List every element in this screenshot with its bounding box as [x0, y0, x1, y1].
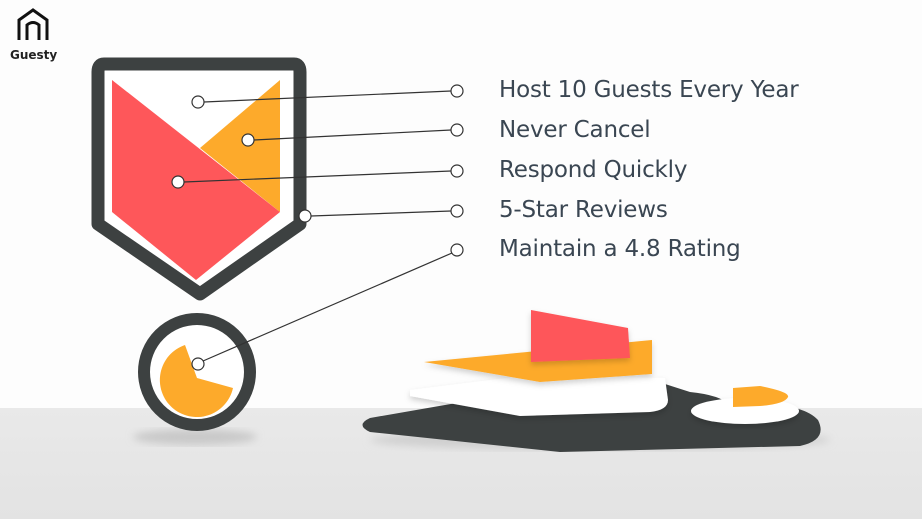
connector-lines	[171, 84, 464, 371]
requirement-host-guests: Host 10 Guests Every Year	[499, 77, 799, 103]
house-icon	[17, 8, 49, 40]
medal-shadow	[133, 429, 257, 445]
brand-name: Guesty	[10, 48, 58, 62]
requirement-never-cancel: Never Cancel	[499, 117, 651, 143]
requirement-respond-quickly: Respond Quickly	[499, 157, 688, 183]
fallen-badge-pieces	[362, 310, 830, 452]
requirement-rating: Maintain a 4.8 Rating	[499, 236, 741, 262]
requirement-5-star-reviews: 5-Star Reviews	[499, 197, 668, 223]
medal-badge	[138, 313, 256, 431]
shield-badge	[91, 57, 307, 301]
guesty-logo: Guesty	[10, 8, 58, 62]
